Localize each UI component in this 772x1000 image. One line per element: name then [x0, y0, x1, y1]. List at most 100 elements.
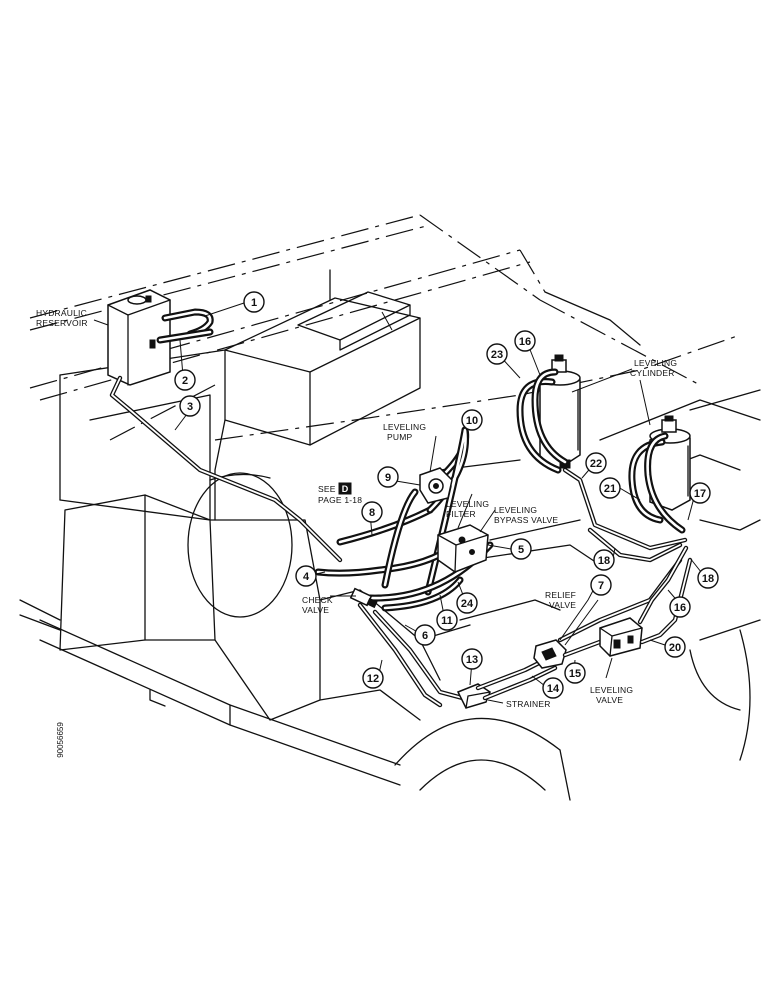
- svg-text:16: 16: [519, 336, 531, 348]
- relief-valve: [533, 639, 567, 669]
- label-leveling-valve: LEVELING VALVE: [590, 685, 633, 705]
- svg-text:PAGE 1-18: PAGE 1-18: [318, 495, 362, 505]
- svg-text:21: 21: [604, 483, 616, 495]
- tube-13: [475, 657, 548, 691]
- callout-21: 21: [599, 477, 621, 499]
- callout-12: 12: [362, 667, 384, 689]
- hose-9: [381, 488, 419, 589]
- svg-text:2: 2: [182, 375, 188, 387]
- svg-text:24: 24: [461, 598, 474, 610]
- svg-text:18: 18: [702, 573, 714, 585]
- tube-20: [639, 557, 693, 645]
- svg-text:LEVELING: LEVELING: [383, 422, 426, 432]
- svg-text:5: 5: [518, 544, 524, 556]
- label-strainer: STRAINER: [506, 699, 551, 709]
- callout-5: 5: [510, 538, 532, 560]
- svg-text:23: 23: [491, 349, 503, 361]
- svg-text:13: 13: [466, 654, 478, 666]
- hose-19: [531, 368, 569, 466]
- tube-14: [482, 665, 558, 701]
- svg-text:15: 15: [569, 668, 581, 680]
- svg-text:4: 4: [303, 571, 310, 583]
- figure-id: 90056659: [56, 722, 65, 758]
- callout-17: 17: [689, 482, 711, 504]
- hose-2: [156, 328, 214, 344]
- tube-3: [109, 375, 343, 563]
- svg-text:LEVELING: LEVELING: [590, 685, 633, 695]
- svg-text:CHECK: CHECK: [302, 595, 333, 605]
- callout-15: 15: [564, 662, 586, 684]
- label-leveling-pump: LEVELING PUMP: [383, 422, 426, 442]
- leveling-pump: [419, 467, 453, 504]
- leveling-cylinder-right: [649, 415, 691, 511]
- callout-24: 24: [456, 592, 478, 614]
- svg-text:VALVE: VALVE: [596, 695, 623, 705]
- callout-18-right: 18: [697, 567, 719, 589]
- callout-9: 9: [377, 466, 399, 488]
- callout-3: 3: [179, 395, 201, 417]
- svg-text:FILTER: FILTER: [446, 509, 476, 519]
- callout-11: 11: [436, 609, 458, 631]
- hose-21: [628, 438, 666, 524]
- callout-16-top: 16: [514, 330, 536, 352]
- svg-text:HYDRAULIC: HYDRAULIC: [36, 308, 87, 318]
- svg-text:10: 10: [466, 415, 478, 427]
- svg-text:VALVE: VALVE: [549, 600, 576, 610]
- hose-8: [336, 506, 434, 546]
- leveling-filter-bypass-block: [437, 524, 489, 573]
- svg-text:RESERVOIR: RESERVOIR: [36, 318, 88, 328]
- callout-7: 7: [590, 574, 612, 596]
- tube-22: [562, 467, 688, 551]
- label-hydraulic-reservoir: HYDRAULIC RESERVOIR: [36, 308, 88, 328]
- svg-text:CYLINDER: CYLINDER: [630, 368, 675, 378]
- hydraulic-reservoir: [107, 289, 171, 386]
- svg-text:12: 12: [367, 673, 379, 685]
- svg-text:STRAINER: STRAINER: [506, 699, 551, 709]
- svg-text:20: 20: [669, 642, 681, 654]
- svg-text:6: 6: [422, 630, 428, 642]
- svg-text:VALVE: VALVE: [302, 605, 329, 615]
- svg-text:22: 22: [590, 458, 602, 470]
- svg-text:PUMP: PUMP: [387, 432, 412, 442]
- svg-text:LEVELING: LEVELING: [446, 499, 489, 509]
- callout-4: 4: [295, 565, 317, 587]
- svg-text:7: 7: [598, 580, 604, 592]
- check-valve: [349, 587, 378, 609]
- svg-text:D: D: [342, 484, 349, 494]
- svg-text:1: 1: [251, 297, 257, 309]
- svg-text:9: 9: [385, 472, 391, 484]
- callout-18-middle: 18: [593, 549, 615, 571]
- svg-text:14: 14: [547, 683, 560, 695]
- reference-box: [338, 482, 352, 495]
- hose-24: [381, 576, 464, 612]
- callout-2: 2: [174, 369, 196, 391]
- leveling-valve: [599, 617, 643, 657]
- svg-text:LEVELING: LEVELING: [634, 358, 677, 368]
- svg-text:BYPASS VALVE: BYPASS VALVE: [494, 515, 558, 525]
- label-check-valve: CHECK VALVE: [302, 595, 333, 615]
- hose-17: [644, 432, 686, 534]
- callout-6: 6: [414, 624, 436, 646]
- callout-10: 10: [461, 409, 483, 431]
- callout-23: 23: [486, 343, 508, 365]
- tube-12: [357, 602, 443, 708]
- svg-text:16: 16: [674, 602, 686, 614]
- svg-text:8: 8: [369, 507, 375, 519]
- tube-16: [637, 545, 689, 625]
- svg-text:17: 17: [694, 488, 706, 500]
- svg-text:SEE: SEE: [318, 484, 336, 494]
- callout-8: 8: [361, 501, 383, 523]
- label-leveling-bypass-valve: LEVELING BYPASS VALVE: [494, 505, 558, 525]
- label-relief-valve: RELIEF VALVE: [545, 590, 576, 610]
- svg-text:3: 3: [187, 401, 193, 413]
- callout-1: 1: [243, 291, 265, 313]
- callout-14: 14: [542, 677, 564, 699]
- see-page-reference: SEE D PAGE 1-18: [318, 482, 362, 505]
- hose-11: [424, 426, 470, 596]
- svg-text:18: 18: [598, 555, 610, 567]
- label-leveling-filter: LEVELING FILTER: [446, 499, 489, 519]
- svg-text:11: 11: [441, 615, 453, 627]
- callout-22: 22: [585, 452, 607, 474]
- tube-18: [587, 527, 683, 563]
